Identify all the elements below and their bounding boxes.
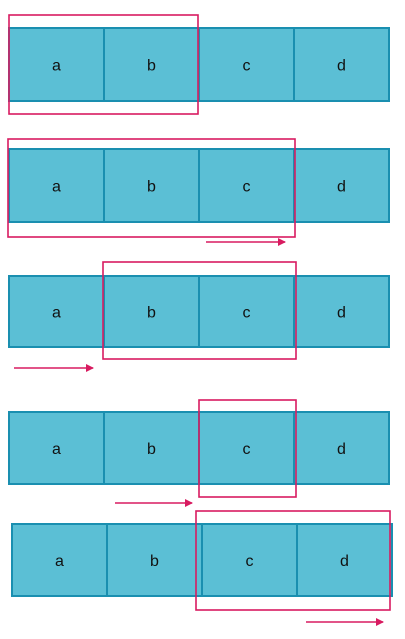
cell-a	[11, 523, 108, 597]
cell-a	[8, 411, 105, 485]
cell-b	[103, 411, 200, 485]
cell-label-c: c	[243, 58, 251, 75]
cell-label-b: b	[147, 441, 156, 458]
cell-label-a: a	[52, 58, 61, 75]
step-3: a b c d	[8, 261, 390, 372]
cell-c	[201, 523, 298, 597]
cell-a	[8, 275, 105, 348]
cell-label-a: a	[52, 179, 61, 196]
cell-label-c: c	[243, 305, 251, 322]
cell-b	[103, 275, 200, 348]
cell-label-a: a	[55, 553, 64, 570]
cell-label-d: d	[337, 58, 346, 75]
cell-label-a: a	[52, 305, 61, 322]
cell-d	[293, 148, 390, 223]
cell-label-b: b	[147, 179, 156, 196]
cell-d	[293, 275, 390, 348]
window-frame	[8, 14, 199, 115]
cell-label-b: b	[147, 305, 156, 322]
window-frame	[102, 261, 297, 360]
cell-label-d: d	[337, 305, 346, 322]
cell-b	[106, 523, 203, 597]
cell-label-c: c	[243, 179, 251, 196]
window-frame	[198, 399, 297, 498]
cell-label-c: c	[243, 441, 251, 458]
cell-d	[296, 523, 393, 597]
cell-label-d: d	[340, 553, 349, 570]
cell-label-b: b	[147, 58, 156, 75]
cell-a	[8, 148, 105, 223]
step-5: a b c d	[11, 510, 393, 626]
cell-d	[293, 27, 390, 102]
cell-label-c: c	[246, 553, 254, 570]
cell-label-a: a	[52, 441, 61, 458]
cell-b	[103, 27, 200, 102]
step-2: a b c d	[7, 138, 390, 246]
cell-b	[103, 148, 200, 223]
cell-d	[293, 411, 390, 485]
window-frame	[195, 510, 391, 611]
cell-label-b: b	[150, 553, 159, 570]
cell-label-d: d	[337, 179, 346, 196]
cell-c	[198, 148, 295, 223]
window-frame	[7, 138, 296, 238]
step-1: a b c d	[8, 14, 390, 115]
cell-label-d: d	[337, 441, 346, 458]
cell-c	[198, 27, 295, 102]
step-4: a b c d	[8, 399, 390, 507]
